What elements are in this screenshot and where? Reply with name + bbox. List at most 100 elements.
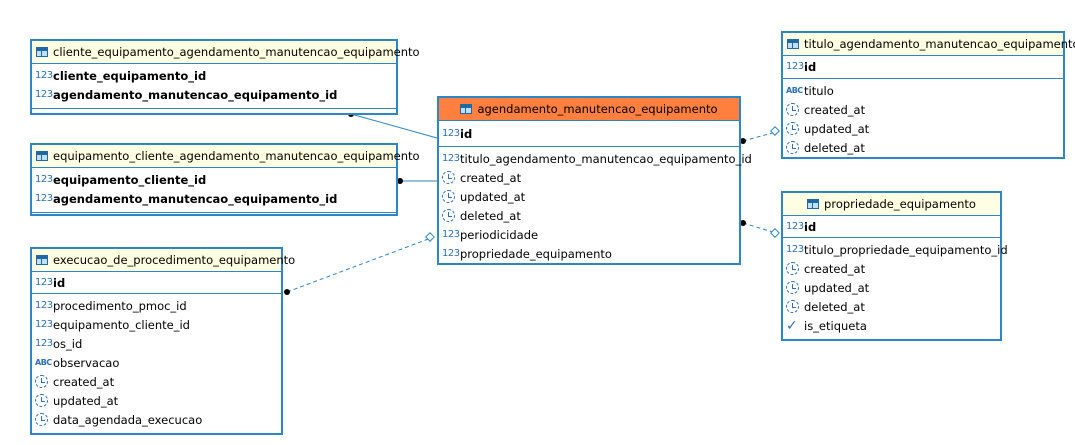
column-row[interactable]: 123 titulo_agendamento_manutencao_equipa… (439, 149, 752, 168)
link-agendamento-propriedade (742, 222, 777, 234)
datetime-icon (786, 262, 804, 275)
column-row[interactable]: 123 id (439, 124, 739, 143)
column-row[interactable]: 123 id (783, 57, 1063, 76)
column-row[interactable]: updated_at (32, 391, 281, 410)
column-row[interactable]: created_at (783, 100, 1063, 119)
column-name: observacao (53, 355, 120, 370)
datetime-icon (442, 209, 460, 222)
table-cliente-equipamento-agendamento[interactable]: cliente_equipamento_agendamento_manutenc… (30, 39, 420, 115)
column-row[interactable]: data_agendada_execucao (32, 410, 281, 429)
column-name: equipamento_cliente_id (53, 317, 190, 332)
text-icon: ABC (35, 358, 52, 367)
column-name: updated_at (804, 121, 870, 136)
column-row[interactable]: 123 procedimento_pmoc_id (32, 296, 281, 315)
column-row[interactable]: 123 periodicidade (439, 225, 739, 244)
column-row[interactable]: 123 equipamento_cliente_id (32, 170, 396, 189)
column-name: agendamento_manutencao_equipamento_id (53, 87, 338, 102)
column-name: agendamento_manutencao_equipamento_id (53, 191, 338, 206)
columns: ABC titulo created_at updated_at deleted… (783, 79, 1063, 159)
column-row[interactable]: ABC titulo (783, 81, 1063, 100)
table-icon (460, 104, 473, 114)
number-icon: 123 (786, 221, 804, 232)
column-row[interactable]: updated_at (439, 187, 739, 206)
table-header[interactable]: agendamento_manutencao_equipamento (439, 98, 739, 121)
datetime-icon (786, 141, 804, 154)
table-header[interactable]: propriedade_equipamento (783, 193, 1000, 216)
column-name: equipamento_cliente_id (53, 172, 207, 187)
table-propriedade-equipamento[interactable]: propriedade_equipamento 123 id 123 titul… (781, 191, 1008, 341)
datetime-icon (442, 171, 460, 184)
table-titulo-agendamento-manutencao-equipamento[interactable]: titulo_agendamento_manutencao_equipament… (781, 31, 1075, 159)
table-header[interactable]: cliente_equipamento_agendamento_manutenc… (32, 41, 420, 64)
number-icon: 123 (35, 174, 53, 185)
key-columns: 123 equipamento_cliente_id 123 agendamen… (32, 168, 396, 213)
table-title: titulo_agendamento_manutencao_equipament… (804, 37, 1075, 51)
column-name: cliente_equipamento_id (53, 68, 207, 83)
column-row[interactable]: ✓ is_etiqueta (783, 316, 1000, 335)
column-row[interactable]: 123 agendamento_manutencao_equipamento_i… (32, 85, 396, 104)
column-name: updated_at (53, 393, 119, 408)
column-row[interactable]: updated_at (783, 278, 1000, 297)
column-row[interactable]: 123 propriedade_equipamento (439, 244, 739, 263)
table-agendamento-manutencao-equipamento[interactable]: agendamento_manutencao_equipamento 123 i… (437, 96, 752, 265)
column-row[interactable]: 123 id (783, 217, 1000, 236)
column-row[interactable]: 123 cliente_equipamento_id (32, 66, 396, 85)
key-columns: 123 cliente_equipamento_id 123 agendamen… (32, 64, 396, 109)
link-cliente-agendamento (350, 113, 438, 139)
column-row[interactable]: deleted_at (439, 206, 739, 225)
link-execucao-dot (284, 289, 290, 295)
column-row[interactable]: created_at (32, 372, 281, 391)
column-name: created_at (460, 170, 522, 185)
column-name: deleted_at (804, 299, 865, 314)
table-header[interactable]: titulo_agendamento_manutencao_equipament… (783, 33, 1075, 56)
column-name: data_agendada_execucao (53, 412, 203, 427)
datetime-icon (35, 413, 53, 426)
table-title: propriedade_equipamento (824, 197, 976, 211)
table-header[interactable]: equipamento_cliente_agendamento_manutenc… (32, 145, 420, 168)
column-name: procedimento_pmoc_id (53, 298, 187, 313)
table-equipamento-cliente-agendamento[interactable]: equipamento_cliente_agendamento_manutenc… (30, 143, 420, 216)
table-icon (807, 199, 820, 209)
column-row[interactable]: updated_at (783, 119, 1063, 138)
number-icon: 123 (35, 193, 53, 204)
column-name: deleted_at (804, 140, 865, 155)
number-icon: 123 (35, 277, 53, 288)
number-icon: 123 (35, 300, 53, 311)
column-row[interactable]: ABC observacao (32, 353, 281, 372)
column-row[interactable]: created_at (783, 259, 1000, 278)
column-name: updated_at (804, 280, 870, 295)
column-row[interactable]: 123 equipamento_cliente_id (32, 315, 281, 334)
column-row[interactable]: created_at (439, 168, 739, 187)
column-name: created_at (804, 261, 866, 276)
columns: 123 procedimento_pmoc_id 123 equipamento… (32, 294, 281, 431)
table-execucao-de-procedimento-equipamento[interactable]: execucao_de_procedimento_equipamento 123… (30, 247, 295, 435)
table-title: agendamento_manutencao_equipamento (477, 102, 718, 116)
columns: 123 titulo_agendamento_manutencao_equipa… (439, 147, 752, 265)
column-row[interactable]: 123 agendamento_manutencao_equipamento_i… (32, 189, 396, 208)
table-title: execucao_de_procedimento_equipamento (53, 253, 296, 267)
table-header[interactable]: execucao_de_procedimento_equipamento (32, 249, 295, 272)
column-name: updated_at (460, 189, 526, 204)
column-name: titulo (804, 83, 834, 98)
datetime-icon (442, 190, 460, 203)
column-row[interactable]: deleted_at (783, 138, 1063, 157)
number-icon: 123 (442, 229, 460, 240)
column-name: id (53, 275, 66, 290)
datetime-icon (35, 375, 53, 388)
column-row[interactable]: 123 titulo_propriedade_equipamento_id (783, 240, 1008, 259)
column-row[interactable]: 123 os_id (32, 334, 281, 353)
key-columns: 123 id (32, 272, 281, 294)
column-row[interactable]: deleted_at (783, 297, 1000, 316)
number-icon: 123 (35, 70, 53, 81)
table-icon (36, 47, 48, 57)
column-name: is_etiqueta (804, 318, 867, 333)
column-name: id (460, 126, 473, 141)
column-row[interactable]: 123 id (32, 273, 281, 292)
column-name: propriedade_equipamento (460, 246, 612, 261)
link-titulo-diamond (770, 126, 780, 136)
column-name: titulo_propriedade_equipamento_id (804, 242, 1008, 257)
column-name: os_id (53, 336, 83, 351)
column-name: id (804, 59, 817, 74)
key-columns: 123 id (783, 216, 1000, 238)
number-icon: 123 (442, 153, 460, 164)
